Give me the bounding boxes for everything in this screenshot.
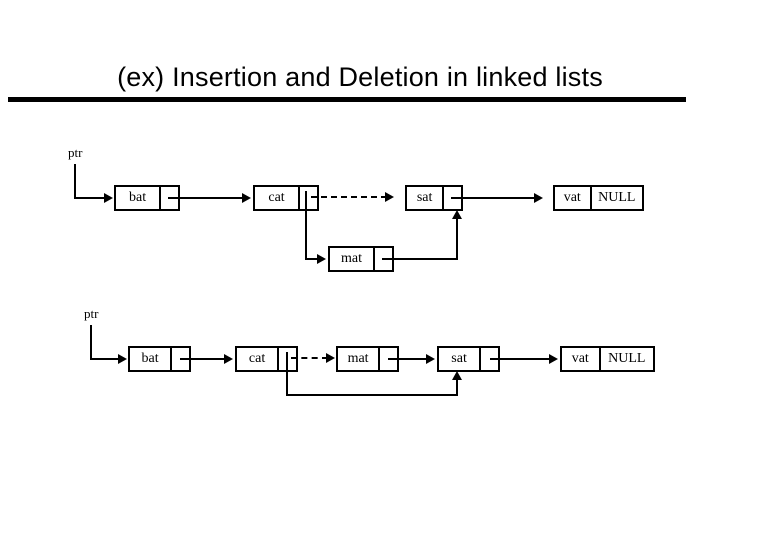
node-data-cell: vat [563,190,581,205]
link-bat-to-cat-insertion [168,197,244,199]
title-underline-rule [8,97,686,102]
page-title: (ex) Insertion and Deletion in linked li… [117,62,603,92]
node-pointer-cell [298,187,317,209]
new-link-mat-to-sat-vertical [456,219,458,259]
node-data-cell: cat [268,190,285,205]
link-sat-to-vat-insertion [451,197,536,199]
ptr-elbow-horizontal-deletion [90,358,120,360]
node-data-cell: mat [341,251,363,266]
bypass-link-horizontal [286,394,458,396]
new-link-arrowhead-cat-mat [317,254,326,264]
node-pointer-cell [170,348,189,370]
ptr-elbow-vertical-deletion [90,325,92,360]
node-pointer-cell-null: NULL [598,348,653,370]
node-cat-insertion[interactable]: cat [253,185,319,211]
node-pointer-cell [159,187,178,209]
bypass-link-up-vertical [456,380,458,396]
node-pointer-cell-null: NULL [589,187,642,209]
ptr-elbow-vertical-insertion [74,164,76,199]
node-pointer-cell [442,187,461,209]
bypass-link-arrowhead-into-sat [452,371,462,380]
node-pointer-cell [373,248,392,270]
node-data-cell: sat [416,190,433,205]
old-link-cat-to-mat-dashed [291,357,328,359]
ptr-arrowhead-insertion [104,193,113,203]
node-vat-insertion[interactable]: vat NULL [553,185,644,211]
bypass-link-cat-down-vertical [286,352,288,396]
old-link-arrowhead-cat-mat [326,353,335,363]
node-data-cell: vat [571,351,589,366]
link-arrowhead-sat-vat-insertion [534,193,543,203]
new-link-arrowhead-mat-sat [452,210,462,219]
link-arrowhead-bat-cat-insertion [242,193,251,203]
link-sat-to-vat-deletion [490,358,553,360]
ptr-elbow-horizontal-insertion [74,197,106,199]
node-sat-deletion[interactable]: sat [437,346,500,372]
old-link-arrowhead-cat-sat [385,192,394,202]
node-data-cell: bat [141,351,159,366]
link-arrowhead-mat-sat-deletion [426,354,435,364]
node-data-cell: bat [128,190,147,205]
link-arrowhead-sat-vat-deletion [549,354,558,364]
link-bat-to-cat-deletion [180,358,229,360]
link-arrowhead-bat-cat-deletion [224,354,233,364]
node-pointer-cell [277,348,296,370]
node-vat-deletion[interactable]: vat NULL [560,346,655,372]
ptr-label-insertion: ptr [68,145,83,160]
node-pointer-cell [479,348,498,370]
new-link-cat-to-mat-horizontal [305,258,319,260]
node-data-cell: sat [451,351,467,366]
new-link-mat-to-sat-horizontal [382,258,458,260]
link-mat-to-sat-deletion [388,358,431,360]
node-data-cell: mat [347,351,369,366]
node-pointer-cell [378,348,397,370]
ptr-label-deletion: ptr [84,306,99,321]
ptr-arrowhead-deletion [118,354,127,364]
node-data-cell: cat [248,351,266,366]
node-cat-deletion[interactable]: cat [235,346,298,372]
old-link-cat-to-sat-dashed [311,196,387,198]
new-link-cat-down-vertical [305,191,307,260]
